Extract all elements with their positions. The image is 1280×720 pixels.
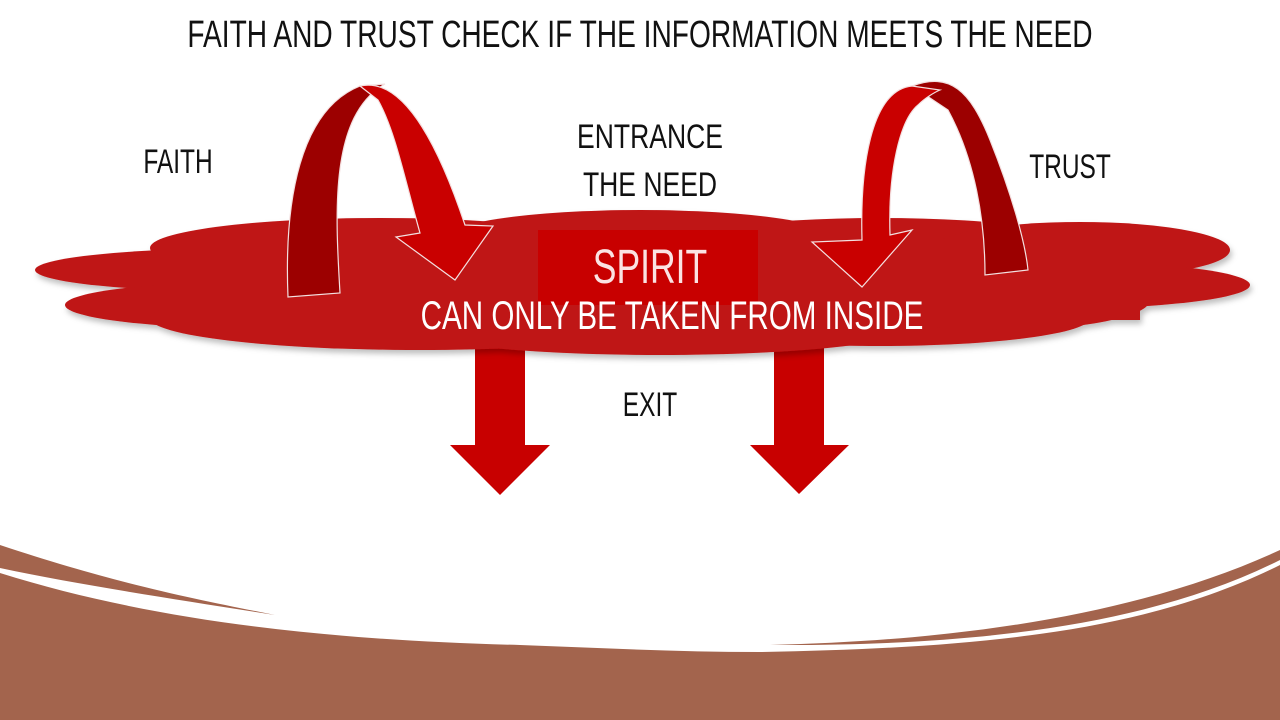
left-exit-arrow bbox=[450, 330, 550, 495]
exit-label: EXIT bbox=[622, 386, 678, 424]
footer-wave-right-band bbox=[770, 550, 1280, 646]
the-need-label: THE NEED bbox=[582, 166, 718, 204]
spirit-box bbox=[538, 230, 758, 305]
trust-label: TRUST bbox=[1029, 148, 1111, 186]
entrance-label: ENTRANCE bbox=[577, 118, 723, 156]
right-exit-arrow bbox=[750, 330, 849, 494]
faith-curved-arrow bbox=[286, 83, 495, 298]
slide-title: FAITH AND TRUST CHECK IF THE INFORMATION… bbox=[187, 14, 1093, 56]
faith-label: FAITH bbox=[143, 143, 213, 181]
inside-note: CAN ONLY BE TAKEN FROM INSIDE bbox=[420, 294, 924, 338]
trust-curved-arrow bbox=[810, 80, 1029, 288]
spirit-label: SPIRIT bbox=[592, 241, 708, 294]
footer-wave-body bbox=[0, 565, 1280, 720]
